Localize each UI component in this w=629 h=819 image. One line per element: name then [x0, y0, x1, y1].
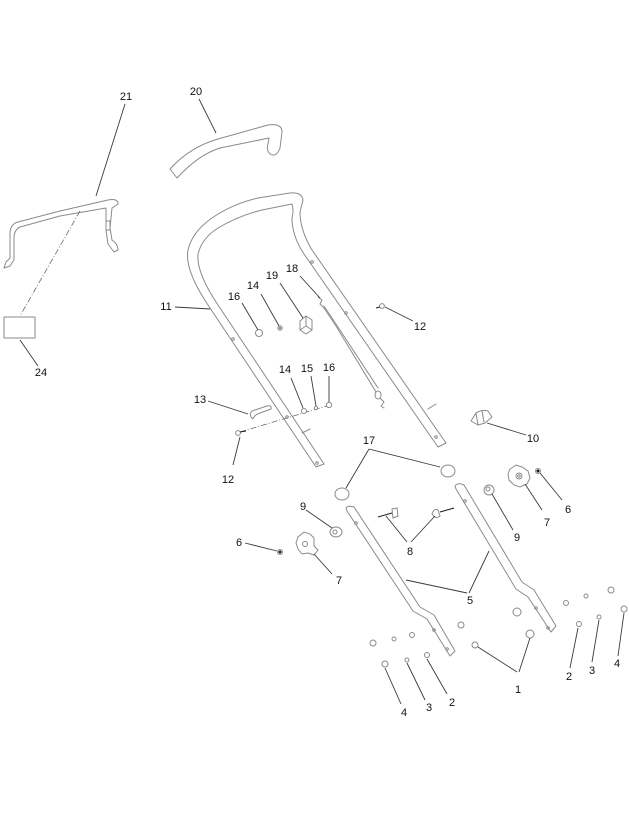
bolt-part-12b: [235, 430, 247, 436]
callout-1: 1: [515, 684, 521, 696]
callout-21: 21: [120, 91, 132, 103]
carriage-bolt-part-8b: [431, 507, 455, 519]
washer-part-14a: [277, 325, 283, 331]
callout-7: 7: [336, 575, 342, 587]
lower-handle-part-5b: [454, 483, 557, 633]
callout-17: 17: [363, 435, 375, 447]
callout-4: 4: [614, 658, 620, 670]
callout-8: 8: [407, 546, 413, 558]
control-cable-part-18: [317, 296, 385, 409]
callout-11: 11: [160, 301, 171, 313]
hardware-group-right: [563, 586, 628, 627]
decal-part-24: [3, 316, 36, 339]
bolt-part-12a: [375, 303, 385, 309]
lower-handle-part-5a: [345, 505, 456, 657]
end-cap-part-17b: [440, 464, 456, 478]
end-cap-part-17a: [334, 487, 350, 501]
leader-lines: [19, 98, 625, 705]
callout-13: 13: [194, 394, 206, 406]
washer-part-14b: [301, 408, 307, 414]
callout-9: 9: [514, 532, 520, 544]
nut-part-6a: [277, 549, 283, 555]
nut-part-6b: [535, 468, 541, 474]
callout-6: 6: [236, 537, 242, 549]
handle-knob-part-7a: [295, 531, 319, 556]
cable-tie-part-10: [470, 409, 493, 426]
callout-12: 12: [414, 321, 426, 333]
callout-16: 16: [228, 291, 240, 303]
callout-3: 3: [426, 702, 432, 714]
bail-part-21: [3, 199, 119, 269]
callout-16: 16: [323, 362, 335, 374]
cable-clip-part-13: [250, 405, 272, 420]
callout-20: 20: [190, 86, 202, 98]
spacer-part-9b: [483, 484, 495, 496]
upper-handle-part-11: [186, 192, 447, 468]
callout-3: 3: [589, 665, 595, 677]
callout-18: 18: [286, 263, 298, 275]
callout-19: 19: [266, 270, 278, 282]
lock-washer-part-15: [313, 405, 319, 411]
callout-6: 6: [565, 504, 571, 516]
callout-5: 5: [467, 595, 473, 607]
callout-10: 10: [527, 433, 539, 445]
callout-12: 12: [222, 474, 234, 486]
bail-to-decal-phantom: [19, 210, 81, 317]
callout-24: 24: [35, 367, 47, 379]
callout-15: 15: [301, 363, 313, 375]
callout-9: 9: [300, 501, 306, 513]
hardware-group-left: [369, 632, 430, 668]
callout-2: 2: [566, 671, 572, 683]
cable-guide-part-19: [299, 315, 313, 335]
callout-4: 4: [401, 707, 407, 719]
callout-14: 14: [279, 364, 291, 376]
grip-part-20: [169, 124, 283, 179]
callout-14: 14: [247, 280, 259, 292]
callout-labels: 21 20 24 11 16 14 19 18 12 14 15 16 13 1…: [35, 86, 620, 719]
callout-2: 2: [449, 697, 455, 709]
spacer-part-9a: [329, 526, 343, 538]
nut-part-16a: [255, 329, 263, 337]
carriage-bolt-part-8a: [377, 507, 399, 519]
nut-part-16b: [325, 401, 333, 409]
callout-7: 7: [544, 517, 550, 529]
shoulder-bolt-part-1: [457, 607, 535, 649]
handle-knob-part-7b: [507, 464, 531, 488]
